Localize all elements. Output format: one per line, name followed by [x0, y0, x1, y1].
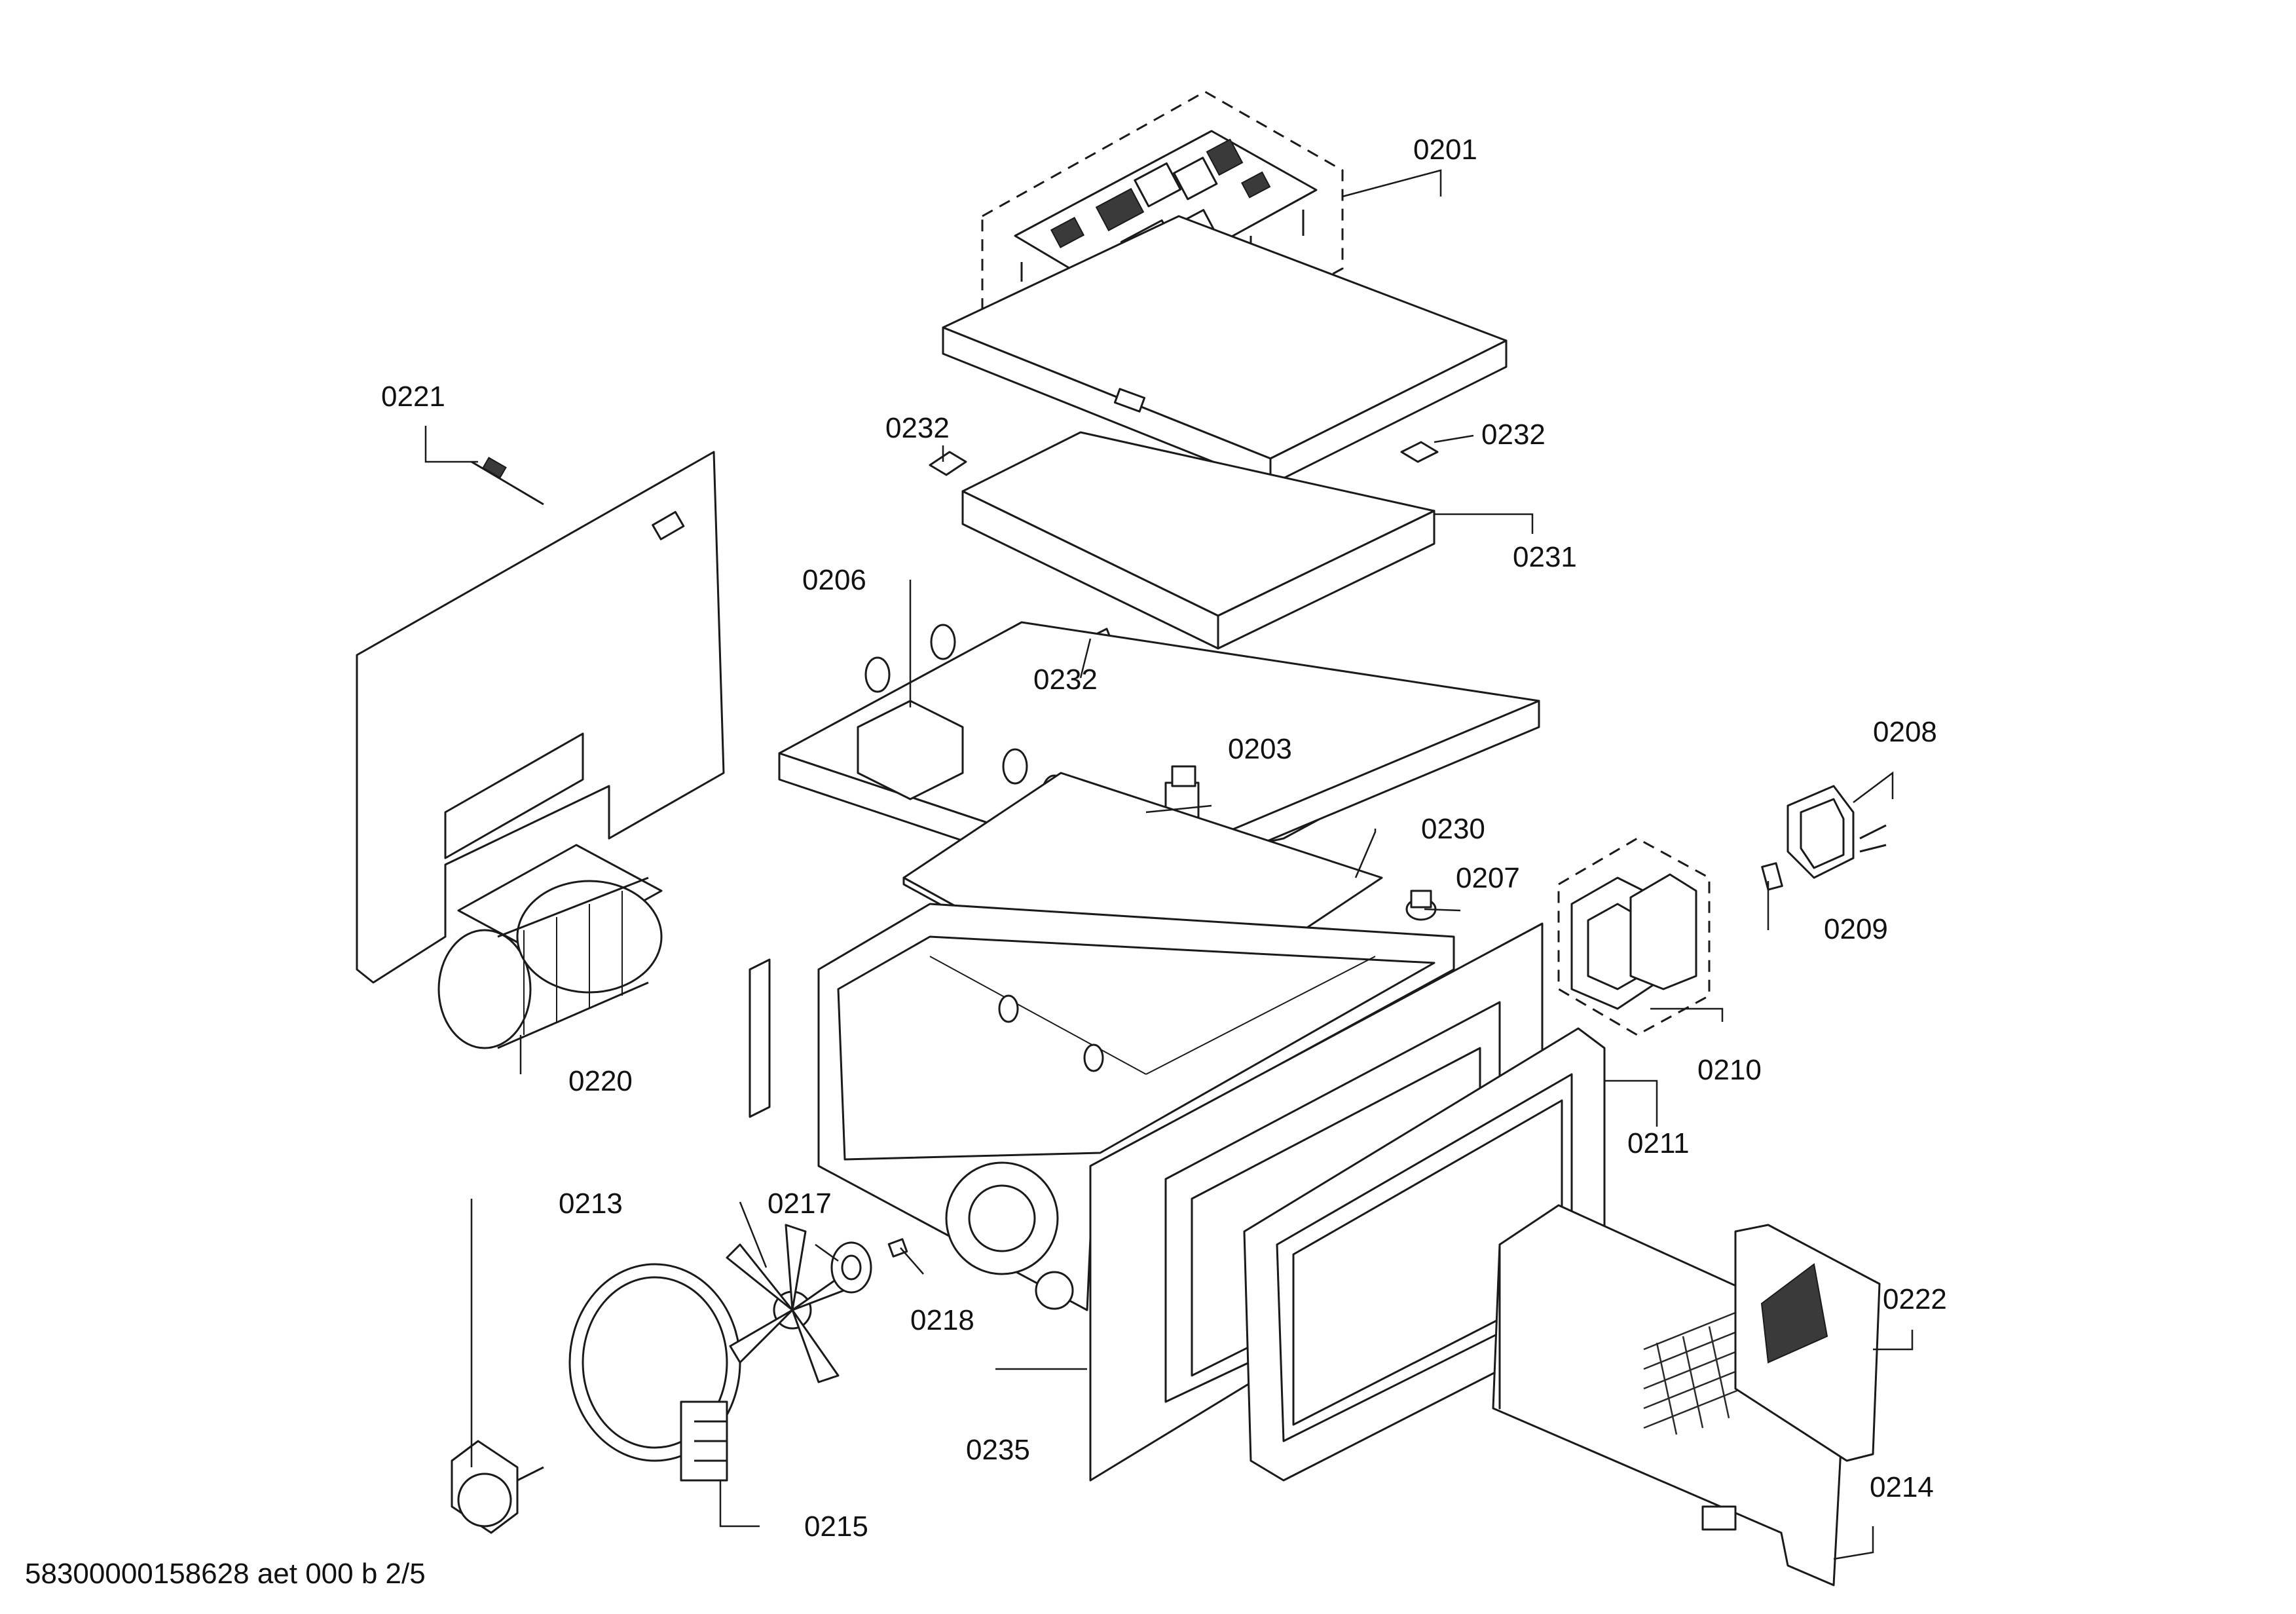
- label-0232-b: 0232: [1481, 419, 1546, 451]
- oven-cavity-housing: [817, 903, 1455, 1311]
- fan-motor-0213: [451, 1440, 544, 1534]
- label-0213: 0213: [559, 1188, 623, 1220]
- sensor-0221: [471, 457, 544, 506]
- label-0214: 0214: [1870, 1471, 1934, 1503]
- label-0222: 0222: [1883, 1283, 1947, 1315]
- label-0203: 0203: [1228, 733, 1292, 765]
- rear-grille-0222: [1734, 1224, 1881, 1462]
- label-0232-a: 0232: [885, 412, 950, 444]
- top-cover-plate: [942, 215, 1508, 486]
- label-0220: 0220: [568, 1065, 633, 1097]
- label-0206: 0206: [802, 564, 866, 596]
- fan-nut-0217: [830, 1241, 872, 1294]
- label-0201: 0201: [1413, 134, 1477, 166]
- lamp-cover-0208: [1787, 785, 1887, 879]
- label-0208: 0208: [1873, 716, 1937, 748]
- label-0207: 0207: [1456, 862, 1520, 894]
- label-0215: 0215: [804, 1511, 868, 1543]
- label-0210: 0210: [1697, 1054, 1762, 1086]
- door-seal-0211: [1243, 1027, 1606, 1482]
- lamp-holder-0207: [1405, 890, 1437, 921]
- label-0231: 0231: [1513, 541, 1577, 573]
- screw-0218: [887, 1238, 908, 1258]
- document-reference-footer: 58300000158628 aet 000 b 2/5: [25, 1558, 426, 1590]
- tangential-fan-0220: [437, 844, 663, 1049]
- label-0218: 0218: [910, 1304, 974, 1336]
- leader-lines: [424, 169, 1914, 1560]
- label-0221: 0221: [381, 381, 445, 413]
- label-0230: 0230: [1421, 813, 1485, 845]
- label-0209: 0209: [1824, 913, 1888, 945]
- control-board-0201: [981, 90, 1344, 388]
- part-number-labels: 0201 0203 0206 0207 0208 0209 0210 0211 …: [381, 134, 1947, 1543]
- fan-cover-mesh: [1643, 1309, 1743, 1435]
- lamp-bulb-0209: [1761, 862, 1783, 891]
- label-0217: 0217: [768, 1188, 832, 1220]
- window-gasket-0210: [1557, 837, 1711, 1036]
- label-0235: 0235: [966, 1434, 1030, 1466]
- heater-ring-0215: [568, 1263, 741, 1482]
- label-0211: 0211: [1627, 1127, 1690, 1159]
- label-0232-c: 0232: [1033, 664, 1098, 696]
- module-box-0231: [961, 431, 1435, 650]
- side-strip: [749, 958, 771, 1118]
- rear-panel: [356, 451, 725, 984]
